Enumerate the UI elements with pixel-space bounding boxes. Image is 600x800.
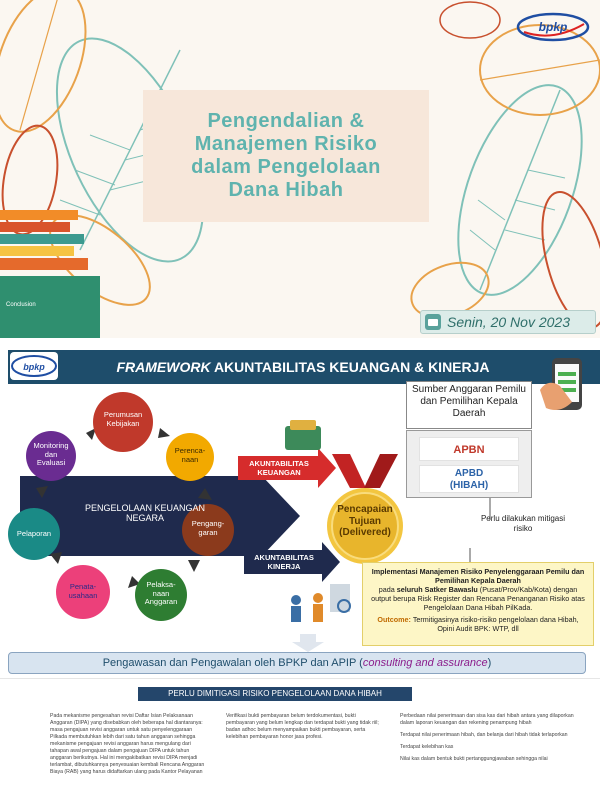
apbd-line-1: APBD [454, 468, 484, 479]
medal-label: Pencapaian Tujuan (Delivered) [337, 504, 393, 538]
title-box: Pengendalian & Manajemen Risiko dalam Pe… [143, 90, 429, 222]
apbn-label: APBN [419, 437, 519, 461]
risk-column-1: Pada mekanisme pengesahan revisi Daftar … [50, 713, 205, 775]
pengawasan-text: Pengawasan dan Pengawalan oleh BPKP dan … [102, 657, 363, 669]
risk-column-2: Verifikasi bukti pembayaran belum terdok… [226, 713, 379, 740]
pengawasan-bar: Pengawasan dan Pengawalan oleh BPKP dan … [8, 652, 586, 674]
cycle-monitoring [26, 431, 76, 481]
date-badge: Senin, 20 Nov 2023 [420, 310, 596, 334]
risk-slide: PERLU DIMITIGASI RISIKO PENGELOLAAN DANA… [0, 678, 600, 800]
impl-rest: (Pusat/Prov/Kab/Kota) dengan output beru… [371, 585, 585, 612]
leaf-orange-right [410, 1, 600, 330]
impl-satker: seluruh Satker Bawaslu [396, 585, 478, 594]
risk-item: Terdapat nilai penerimaan hibah, dan bel… [400, 732, 568, 738]
center-label: PENGELOLAAN KEUANGAN NEGARA [84, 503, 206, 524]
framework-title-italic: FRAMEWORK [116, 359, 211, 375]
cycle-perencanaan [166, 433, 214, 481]
title-line-1: Pengendalian & [207, 110, 365, 132]
medal-icon [327, 454, 403, 564]
book-label: Conclusion [6, 302, 36, 308]
framework-diagram [8, 358, 582, 652]
framework-title: FRAMEWORK AKUNTABILITAS KEUANGAN & KINER… [68, 350, 538, 384]
svg-text:bpkp: bpkp [539, 20, 568, 34]
framework-title-rest: AKUNTABILITAS KEUANGAN & KINERJA [213, 359, 490, 375]
cycle-pelaksanaan [135, 569, 187, 621]
pengawasan-close: ) [487, 657, 492, 669]
risk-item: Perbedaan nilai penerimaan dan sisa kas … [400, 713, 574, 726]
apbd-line-2: (HIBAH) [449, 480, 489, 491]
bpkp-logo-small: bpkp [10, 352, 58, 380]
cycle-pelaporan [8, 508, 60, 560]
cycle-label-pelaksanaan: Pelaksa-naan Anggaran [144, 580, 178, 607]
wallet-icon [285, 420, 321, 450]
impl-body: pada seluruh Satker Bawaslu (Pusat/Prov/… [369, 585, 587, 612]
impl-title: Implementasi Manajemen Risiko Penyelengg… [371, 567, 585, 585]
bpkp-logo: bpkp [516, 12, 590, 42]
page-title: Pengendalian & Manajemen Risiko dalam Pe… [191, 110, 381, 202]
cycle-penganggaran [182, 504, 234, 556]
phone-icon [540, 358, 582, 410]
cycle-label-perencanaan: Perenca-naan [174, 446, 206, 464]
date-text: Senin, 20 Nov 2023 [447, 314, 570, 330]
apbd-label: APBD (HIBAH) [419, 465, 519, 493]
cycle-label-penatausahaan: Penata-usahaan [68, 582, 98, 600]
people-icon [291, 584, 351, 622]
funding-box: APBN APBD (HIBAH) [406, 430, 532, 498]
akuntabilitas-keuangan-label: AKUNTABILITAS KEUANGAN [249, 459, 309, 477]
title-line-4: Dana Hibah [228, 179, 344, 201]
sumber-anggaran-box: Sumber Anggaran Pemilu dan Pemilihan Kep… [406, 381, 532, 429]
outcome-label: Outcome: [377, 615, 411, 624]
title-slide: Pengendalian & Manajemen Risiko dalam Pe… [0, 0, 600, 338]
pengawasan-italic: consulting and assurance [362, 657, 488, 669]
impl-pada: pada [378, 585, 395, 594]
akuntabilitas-kinerja-arrow [244, 542, 340, 582]
title-line-3: dalam Pengelolaan [191, 156, 381, 178]
calendar-icon [425, 314, 441, 330]
leaf-teal-right [457, 84, 583, 296]
cycle-label-monitoring: Monitoring dan Evaluasi [33, 441, 69, 468]
framework-slide: FRAMEWORK AKUNTABILITAS KEUANGAN & KINER… [0, 338, 600, 678]
outcome-text: Termitigasinya risiko-risiko pengelolaan… [412, 615, 579, 633]
leaf-decoration [0, 0, 600, 338]
title-line-2: Manajemen Risiko [194, 133, 378, 155]
risk-heading: PERLU DIMITIGASI RISIKO PENGELOLAAN DANA… [138, 687, 412, 701]
cycle-label-penganggaran: Pengang-garan [191, 519, 225, 537]
cycle-label-perumusan: Perumusan Kebijakan [103, 410, 143, 428]
implementation-box: Implementasi Manajemen Risiko Penyelengg… [362, 562, 594, 646]
cycle-perumusan [93, 392, 153, 452]
book-stack [0, 210, 100, 338]
risk-item: Nilai kas dalam bentuk bukti pertanggung… [400, 756, 548, 762]
cycle-penatausahaan [56, 565, 110, 619]
svg-text:bpkp: bpkp [23, 362, 45, 372]
risk-item: Terdapat kelebihan kas [400, 744, 454, 750]
risk-column-3: Perbedaan nilai penerimaan dan sisa kas … [400, 713, 576, 768]
impl-outcome: Outcome: Termitigasinya risiko-risiko pe… [369, 615, 587, 633]
mitigasi-note: Perlu dilakukan mitigasi risiko [480, 514, 566, 533]
akuntabilitas-keuangan-arrow [238, 448, 336, 488]
leaf-orange-left [0, 0, 151, 306]
akuntabilitas-kinerja-label: AKUNTABILITAS KINERJA [254, 553, 314, 571]
cycle-label-pelaporan: Pelaporan [16, 529, 52, 538]
framework-header-bar: FRAMEWORK AKUNTABILITAS KEUANGAN & KINER… [8, 350, 600, 384]
down-arrow [292, 634, 324, 652]
